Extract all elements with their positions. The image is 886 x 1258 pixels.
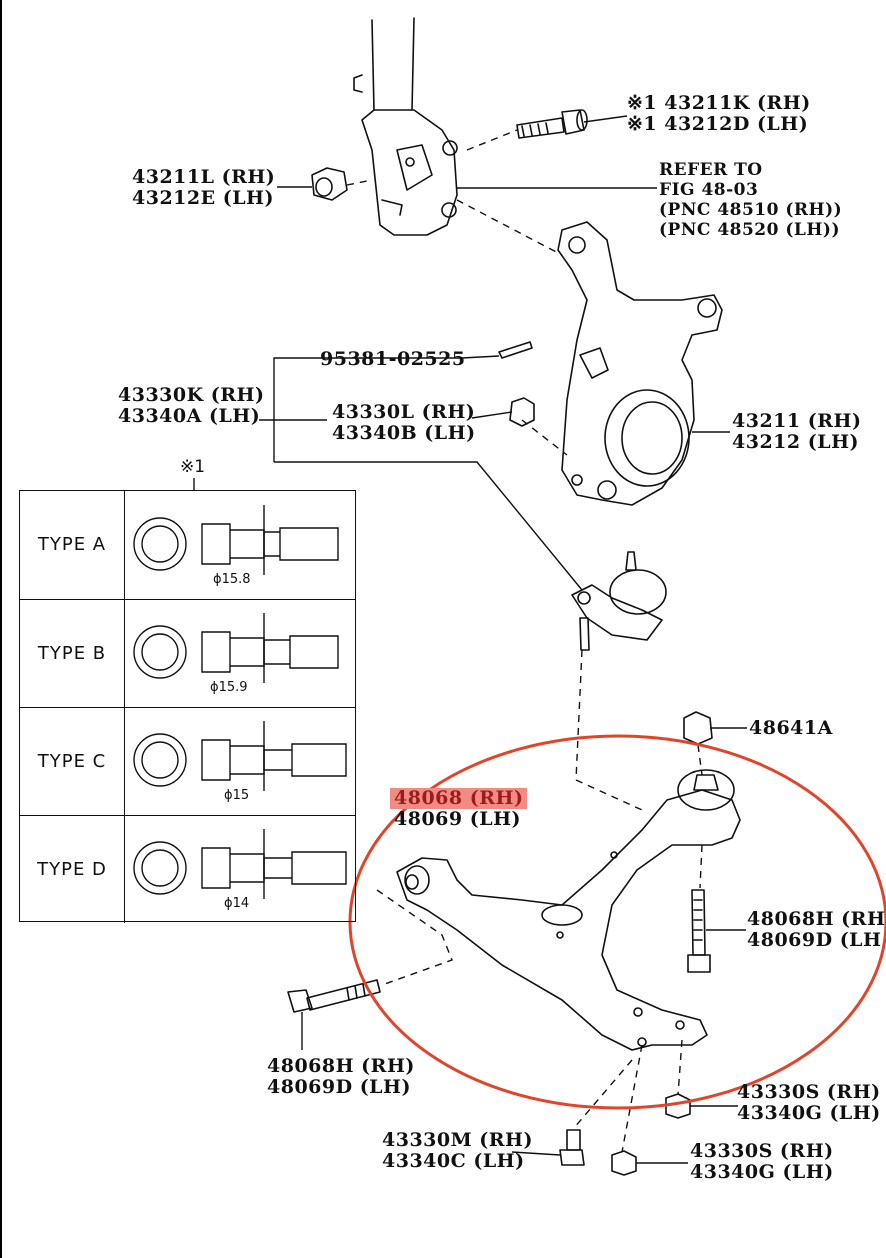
label-bottom-nut-1-lh: 43340G (LH) (737, 1102, 881, 1124)
label-bottom-bolt-lh: 43340C (LH) (382, 1150, 525, 1172)
label-left-bolt-lh: 48069D (LH) (267, 1076, 411, 1098)
leader-lines (259, 115, 747, 1164)
label-bottom-nut-1-rh: 43330S (RH) (737, 1081, 881, 1103)
label-refer-3: (PNC 48510 (RH)) (659, 200, 843, 220)
label-refer: REFER TO FIG 48-03 (PNC 48510 (RH)) (PNC… (659, 160, 842, 240)
label-bottom-bolt: 43330M (RH) 43340C (LH) (382, 1130, 533, 1172)
label-right-bolt: 48068H (RH 48069D (LH (747, 909, 885, 951)
ball-joint (571, 551, 667, 651)
type-name: TYPE B (20, 600, 125, 707)
label-right-bolt-rh: 48068H (RH (747, 908, 886, 930)
label-joint-nut: 43330L (RH) 43340B (LH) (332, 402, 476, 444)
label-bottom-bolt-rh: 43330M (RH) (382, 1129, 533, 1151)
dashed-lines (346, 129, 703, 1153)
label-joint-nut-rh: 43330L (RH) (332, 401, 476, 423)
label-joint-nut-lh: 43340B (LH) (332, 422, 476, 444)
label-control-arm: 48068 (RH) 48069 (LH) (390, 788, 528, 830)
label-bottom-nut-2-rh: 43330S (RH) (690, 1140, 834, 1162)
bottom-nut-2 (611, 1150, 637, 1176)
steering-knuckle (557, 221, 723, 506)
label-control-arm-lh: 48069 (LH) (394, 808, 522, 830)
table-row: TYPE D (20, 815, 355, 923)
label-left-bolt: 48068H (RH) 48069D (LH) (267, 1056, 415, 1098)
label-nut-top-rh: 43211L (RH) (132, 166, 276, 188)
table-note: ※1 (180, 457, 206, 477)
diameter-label: ϕ15.8 (213, 572, 251, 587)
label-ball-joint: 43330K (RH) 43340A (LH) (118, 385, 264, 427)
label-control-arm-rh: 48068 (RH) (390, 788, 528, 809)
label-bottom-nut-1: 43330S (RH) 43340G (LH) (737, 1082, 881, 1124)
right-long-bolt (687, 889, 711, 973)
label-bolt-top-rh: ※1 43211K (RH) (627, 92, 811, 114)
label-ball-joint-rh: 43330K (RH) (118, 384, 265, 406)
label-cotter-pin: 95381-02525 (320, 348, 466, 370)
label-refer-2: FIG 48-03 (659, 180, 759, 200)
label-nut-top-lh: 43212E (LH) (132, 187, 274, 209)
type-name: TYPE D (20, 816, 125, 923)
joint-nut (509, 397, 535, 427)
type-name: TYPE A (20, 491, 125, 599)
label-left-bolt-rh: 48068H (RH) (267, 1055, 415, 1077)
label-arm-nut: 48641A (749, 717, 833, 739)
label-knuckle: 43211 (RH) 43212 (LH) (732, 411, 861, 453)
left-long-bolt (287, 979, 381, 1013)
label-refer-4: (PNC 48520 (LH)) (659, 220, 841, 240)
highlight-circle (348, 734, 886, 1110)
label-knuckle-lh: 43212 (LH) (732, 431, 860, 453)
label-bolt-top-lh: ※1 43212D (LH) (627, 113, 809, 135)
top-bolt (516, 109, 588, 139)
label-right-bolt-lh: 48069D (LH (747, 929, 882, 951)
label-refer-1: REFER TO (659, 160, 763, 180)
label-bottom-nut-2: 43330S (RH) 43340G (LH) (690, 1141, 834, 1183)
top-nut (311, 167, 348, 201)
table-row: TYPE A (20, 491, 355, 599)
diameter-label: ϕ14 (224, 896, 250, 911)
table-row: TYPE C (20, 707, 355, 815)
bottom-bolt (559, 1129, 585, 1166)
lower-control-arm (396, 769, 741, 1051)
bolt-type-drawings (133, 505, 347, 899)
arm-nut (683, 711, 713, 745)
label-bolt-top: ※1 43211K (RH) ※1 43212D (LH) (627, 93, 811, 135)
label-nut-top: 43211L (RH) 43212E (LH) (132, 167, 275, 209)
table-row: TYPE B (20, 599, 355, 707)
label-knuckle-rh: 43211 (RH) (732, 410, 862, 432)
cotter-pin (498, 341, 533, 359)
type-name: TYPE C (20, 708, 125, 815)
bolt-type-table: TYPE A TYPE B TYPE C TYPE D (19, 490, 356, 923)
label-ball-joint-lh: 43340A (LH) (118, 405, 261, 427)
strut-assembly (353, 17, 458, 236)
diameter-label: ϕ15.9 (210, 680, 248, 695)
label-bottom-nut-2-lh: 43340G (LH) (690, 1161, 834, 1183)
diameter-label: ϕ15 (224, 788, 250, 803)
